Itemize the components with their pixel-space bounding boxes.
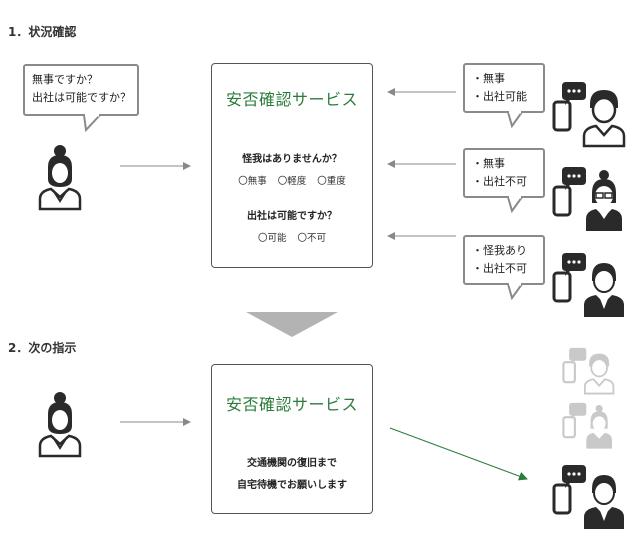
injury-option-severe[interactable]: 〇重度 <box>317 176 346 187</box>
injury-question: 怪我はありませんか？ <box>242 154 342 165</box>
injury-option-minor[interactable]: 〇軽度 <box>277 176 307 187</box>
employee-faded-icon-2 <box>562 402 612 449</box>
instruction-line-2: 自宅待機でお願いします <box>237 480 347 491</box>
manager-woman-icon <box>38 145 82 211</box>
safety-service-panel-1: 安否確認サービス 怪我はありませんか？ 〇無事 〇軽度 〇重度 出社は可能ですか… <box>211 63 373 268</box>
employee-faded-icon-1 <box>562 347 615 395</box>
employee-man-suit-phone-icon-2 <box>552 465 624 529</box>
attendance-option-possible[interactable]: 〇可能 <box>257 233 287 244</box>
safety-service-panel-2: 安否確認サービス 交通機関の復旧まで 自宅待機でお願いします <box>211 364 373 514</box>
attendance-question-block: 出社は可能ですか？ 〇可能 〇不可 <box>212 207 372 244</box>
section-2-heading: 2．次の指示 <box>8 341 77 355</box>
attendance-options: 〇可能 〇不可 <box>212 230 372 244</box>
arrow-service-to-employee <box>389 427 528 481</box>
injury-options: 〇無事 〇軽度 〇重度 <box>212 173 372 187</box>
reply-bubble-1: ・無事 ・出社可能 <box>463 63 545 113</box>
reply-bubble-2: ・無事 ・出社不可 <box>463 148 545 198</box>
injury-option-safe[interactable]: 〇無事 <box>238 176 267 187</box>
employee-man-suit-phone-icon <box>552 253 624 317</box>
down-chevron <box>246 312 338 337</box>
section-1-heading: 1．状況確認 <box>8 25 77 39</box>
attendance-option-impossible[interactable]: 〇不可 <box>297 233 327 244</box>
service-title: 安否確認サービス <box>225 90 358 109</box>
reply-3-line-1: ・怪我あり <box>472 244 527 257</box>
reply-1-line-1: ・無事 <box>472 72 505 85</box>
question-line-1: 無事ですか？ <box>32 73 98 86</box>
employee-woman-glasses-phone-icon <box>552 167 622 231</box>
reply-1-line-2: ・出社可能 <box>472 90 527 103</box>
attendance-question: 出社は可能ですか？ <box>247 211 337 222</box>
service-title-2: 安否確認サービス <box>225 395 358 414</box>
reply-3-line-2: ・出社不可 <box>472 262 527 275</box>
employee-man-phone-icon <box>552 82 626 148</box>
question-bubble: 無事ですか？ 出社は可能ですか？ <box>23 64 139 116</box>
manager-woman-icon-2 <box>38 392 82 458</box>
instruction-line-1: 交通機関の復旧まで <box>247 458 337 469</box>
question-line-2: 出社は可能ですか？ <box>32 91 131 104</box>
reply-2-line-2: ・出社不可 <box>472 175 527 188</box>
injury-question-block: 怪我はありませんか？ 〇無事 〇軽度 〇重度 <box>212 150 372 187</box>
reply-2-line-1: ・無事 <box>472 157 505 170</box>
reply-bubble-3: ・怪我あり ・出社不可 <box>463 235 545 285</box>
